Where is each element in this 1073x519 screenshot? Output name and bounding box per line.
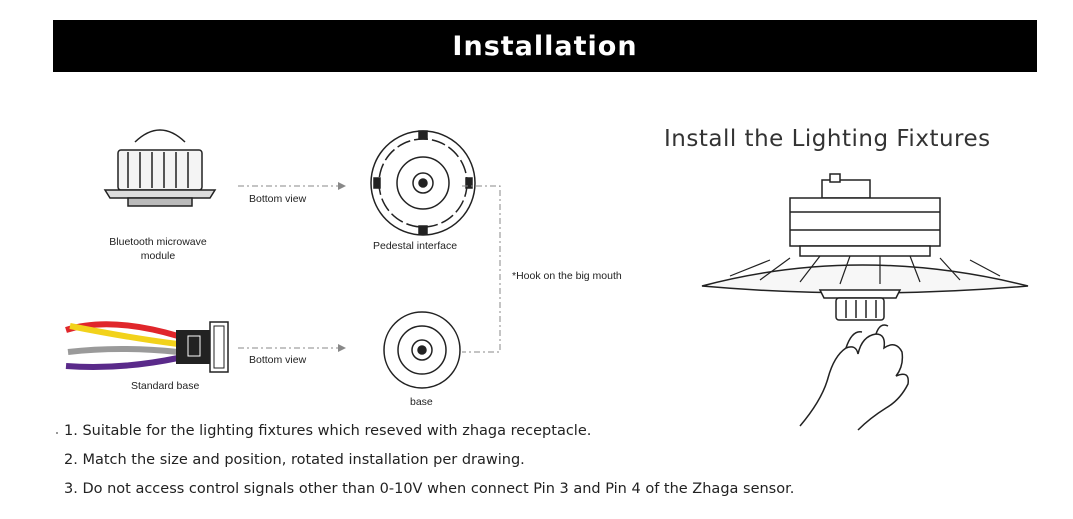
arrow-head-icon (338, 182, 346, 190)
hand-illustration (799, 324, 909, 431)
header-title: Installation (452, 30, 638, 62)
wire-yellow (69, 323, 179, 347)
arrow-head-icon (338, 344, 346, 352)
base-label: base (410, 396, 433, 408)
note-item: 1. Suitable for the lighting fixtures wh… (64, 423, 592, 439)
hook-label: *Hook on the big mouth (512, 270, 622, 282)
bottom-view-label-bottom: Bottom view (249, 354, 307, 366)
note-item: 3. Do not access control signals other t… (64, 481, 795, 497)
bluetooth-module-label: Bluetooth microwave module (109, 236, 207, 262)
standard-base-illustration (65, 321, 229, 373)
installation-notes: 1. Suitable for the lighting fixtures wh… (64, 420, 794, 507)
base-illustration (383, 311, 461, 389)
section-header: Installation (53, 20, 1037, 72)
fixtures-title: Install the Lighting Fixtures (664, 126, 991, 152)
standard-base-label: Standard base (131, 380, 200, 392)
lighting-fixture-illustration (701, 173, 1029, 321)
bluetooth-module-illustration (103, 129, 217, 207)
pedestal-interface-label: Pedestal interface (373, 240, 458, 252)
wire-gray (67, 346, 179, 355)
pedestal-interface-illustration (370, 130, 476, 236)
hook-bracket (462, 185, 501, 353)
wire-purple (65, 355, 179, 370)
bottom-view-label-top: Bottom view (249, 193, 307, 205)
bullet-dot (56, 432, 58, 434)
note-item: 2. Match the size and position, rotated … (64, 452, 525, 468)
